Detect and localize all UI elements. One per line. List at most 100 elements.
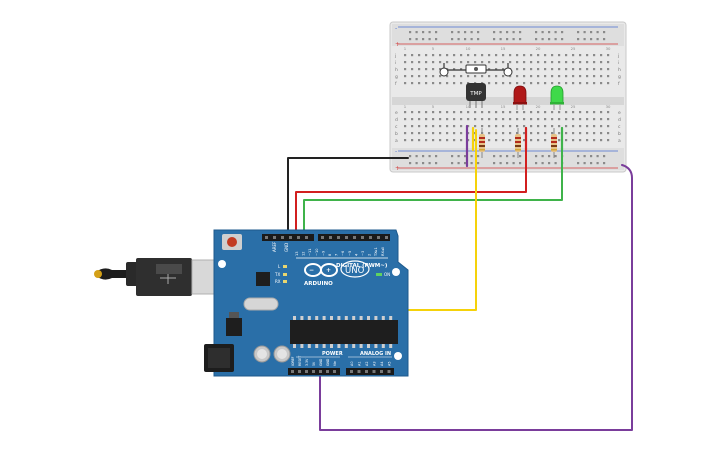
hole[interactable] xyxy=(593,111,596,114)
rail-hole[interactable] xyxy=(541,162,544,165)
pin-hole[interactable] xyxy=(385,236,388,239)
hole[interactable] xyxy=(551,75,554,78)
hole[interactable] xyxy=(418,54,421,57)
hole[interactable] xyxy=(460,75,463,78)
hole[interactable] xyxy=(572,82,575,85)
hole[interactable] xyxy=(446,139,449,142)
hole[interactable] xyxy=(509,61,512,64)
hole[interactable] xyxy=(600,139,603,142)
hole[interactable] xyxy=(537,118,540,121)
hole[interactable] xyxy=(551,54,554,57)
rail-hole[interactable] xyxy=(506,38,509,41)
hole[interactable] xyxy=(411,82,414,85)
hole[interactable] xyxy=(418,125,421,128)
hole[interactable] xyxy=(572,54,575,57)
hole[interactable] xyxy=(565,68,568,71)
hole[interactable] xyxy=(523,132,526,135)
hole[interactable] xyxy=(593,118,596,121)
hole[interactable] xyxy=(509,54,512,57)
rail-hole[interactable] xyxy=(535,155,538,158)
rail-hole[interactable] xyxy=(590,31,593,34)
hole[interactable] xyxy=(502,132,505,135)
hole[interactable] xyxy=(544,54,547,57)
rail-hole[interactable] xyxy=(451,155,454,158)
rail-hole[interactable] xyxy=(596,31,599,34)
hole[interactable] xyxy=(558,111,561,114)
hole[interactable] xyxy=(551,125,554,128)
hole[interactable] xyxy=(467,111,470,114)
hole[interactable] xyxy=(600,125,603,128)
resistor-2[interactable] xyxy=(515,128,521,158)
hole[interactable] xyxy=(467,82,470,85)
hole[interactable] xyxy=(593,61,596,64)
hole[interactable] xyxy=(565,139,568,142)
potentiometer[interactable] xyxy=(439,63,513,77)
hole[interactable] xyxy=(404,132,407,135)
rail-hole[interactable] xyxy=(499,155,502,158)
hole[interactable] xyxy=(495,132,498,135)
wire-black-gnd[interactable] xyxy=(287,157,409,241)
pin-hole[interactable] xyxy=(321,236,324,239)
hole[interactable] xyxy=(488,68,491,71)
hole[interactable] xyxy=(439,68,442,71)
hole[interactable] xyxy=(453,125,456,128)
hole[interactable] xyxy=(502,118,505,121)
hole[interactable] xyxy=(404,82,407,85)
rail-hole[interactable] xyxy=(477,31,480,34)
hole[interactable] xyxy=(432,139,435,142)
wires[interactable] xyxy=(287,124,633,431)
hole[interactable] xyxy=(467,118,470,121)
hole[interactable] xyxy=(502,61,505,64)
rail-hole[interactable] xyxy=(451,31,454,34)
pin-hole[interactable] xyxy=(329,236,332,239)
hole[interactable] xyxy=(425,75,428,78)
hole[interactable] xyxy=(439,82,442,85)
hole[interactable] xyxy=(523,118,526,121)
rail-hole[interactable] xyxy=(409,38,412,41)
rail-hole[interactable] xyxy=(415,38,418,41)
hole[interactable] xyxy=(607,125,610,128)
hole[interactable] xyxy=(411,54,414,57)
hole[interactable] xyxy=(572,139,575,142)
hole[interactable] xyxy=(488,139,491,142)
hole[interactable] xyxy=(495,139,498,142)
hole[interactable] xyxy=(544,82,547,85)
hole[interactable] xyxy=(411,118,414,121)
hole[interactable] xyxy=(551,118,554,121)
hole[interactable] xyxy=(460,61,463,64)
hole[interactable] xyxy=(446,118,449,121)
hole[interactable] xyxy=(607,82,610,85)
hole[interactable] xyxy=(474,75,477,78)
hole[interactable] xyxy=(425,111,428,114)
hole[interactable] xyxy=(607,111,610,114)
rail-hole[interactable] xyxy=(519,31,522,34)
rail-hole[interactable] xyxy=(554,38,557,41)
hole[interactable] xyxy=(453,68,456,71)
pin-hole[interactable] xyxy=(289,236,292,239)
hole[interactable] xyxy=(579,68,582,71)
hole[interactable] xyxy=(579,61,582,64)
hole[interactable] xyxy=(572,68,575,71)
hole[interactable] xyxy=(474,125,477,128)
rail-hole[interactable] xyxy=(583,31,586,34)
wire-red-led[interactable] xyxy=(295,127,527,241)
pin-hole[interactable] xyxy=(353,236,356,239)
hole[interactable] xyxy=(474,61,477,64)
hole[interactable] xyxy=(537,82,540,85)
hole[interactable] xyxy=(544,68,547,71)
hole[interactable] xyxy=(593,139,596,142)
hole[interactable] xyxy=(460,132,463,135)
hole[interactable] xyxy=(495,111,498,114)
rail-hole[interactable] xyxy=(435,38,438,41)
hole[interactable] xyxy=(481,54,484,57)
hole[interactable] xyxy=(579,82,582,85)
rail-hole[interactable] xyxy=(428,38,431,41)
hole[interactable] xyxy=(488,111,491,114)
hole[interactable] xyxy=(509,118,512,121)
wire-green-led[interactable] xyxy=(303,127,563,241)
hole[interactable] xyxy=(600,111,603,114)
hole[interactable] xyxy=(523,54,526,57)
hole[interactable] xyxy=(418,111,421,114)
hole[interactable] xyxy=(453,61,456,64)
